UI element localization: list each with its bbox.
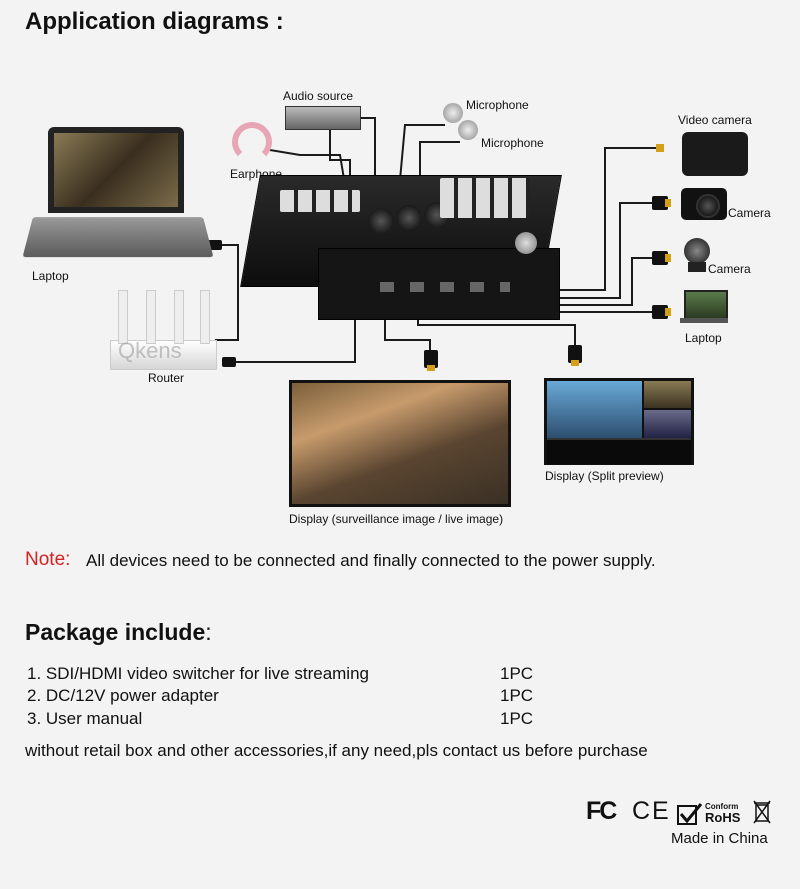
earphone-icon xyxy=(232,122,272,162)
microphone-label-2: Microphone xyxy=(481,136,544,150)
video-camera-icon xyxy=(682,132,748,176)
router-antenna-icon xyxy=(174,290,184,344)
display-split-status xyxy=(547,438,691,464)
camera-label-2: Camera xyxy=(708,262,751,276)
package-title-text: Package include xyxy=(25,619,205,645)
router-antenna-icon xyxy=(146,290,156,344)
package-item-name: 2. DC/12V power adapter xyxy=(27,686,219,706)
switcher-buttons xyxy=(280,190,360,212)
package-title-suffix: : xyxy=(205,619,211,645)
package-title: Package include: xyxy=(25,619,212,646)
display-live-image xyxy=(292,383,508,504)
laptop-base-icon xyxy=(680,318,728,323)
note-label: Note: xyxy=(25,549,70,571)
camera-lens-icon xyxy=(696,194,720,218)
weee-bin-icon xyxy=(752,799,772,825)
preview-tile xyxy=(644,410,691,437)
router-brand: Qkens xyxy=(118,338,182,364)
preview-tile xyxy=(547,381,642,438)
note-text: All devices need to be connected and fin… xyxy=(86,551,656,571)
laptop-screen xyxy=(54,133,178,207)
package-item-qty: 1PC xyxy=(500,664,533,684)
checkbox-check-icon xyxy=(677,802,703,826)
display-split-screen xyxy=(544,378,694,465)
webcam-stand-icon xyxy=(688,262,706,272)
router-antenna-icon xyxy=(200,290,210,344)
preview-tile xyxy=(644,381,691,408)
display-split-label: Display (Split preview) xyxy=(545,469,664,483)
microphone-icon xyxy=(443,103,463,123)
made-in-china: Made in China xyxy=(671,830,768,847)
display-live-label: Display (surveillance image / live image… xyxy=(289,512,503,526)
package-item-name: 1. SDI/HDMI video switcher for live stre… xyxy=(27,664,369,684)
package-item-qty: 1PC xyxy=(500,686,533,706)
display-split-grid xyxy=(547,381,691,438)
video-camera-label: Video camera xyxy=(678,113,752,127)
router-antenna-icon xyxy=(118,290,128,344)
laptop-right-label: Laptop xyxy=(685,331,722,345)
sdi-connector-icon xyxy=(515,232,537,254)
laptop-keyboard-icon xyxy=(23,217,214,257)
audio-source-device-icon xyxy=(285,106,361,130)
fcc-logo-icon: FC xyxy=(586,797,615,826)
switcher-buttons xyxy=(440,178,530,218)
knob-icon xyxy=(396,205,422,231)
hdmi-ports xyxy=(380,282,510,292)
rohs-logo-icon: Conform RoHS xyxy=(677,802,743,826)
laptop-left-label: Laptop xyxy=(32,269,69,283)
display-live-screen xyxy=(289,380,511,507)
webcam-icon xyxy=(684,238,710,264)
audio-source-label: Audio source xyxy=(283,89,353,103)
microphone-label-1: Microphone xyxy=(466,98,529,112)
package-footer: without retail box and other accessories… xyxy=(25,741,648,761)
rohs-text: RoHS xyxy=(705,810,740,825)
router-label: Router xyxy=(148,371,184,385)
laptop-icon xyxy=(48,127,184,213)
ce-logo-icon: CE xyxy=(632,797,671,826)
package-item-name: 3. User manual xyxy=(27,709,142,729)
laptop-icon xyxy=(684,290,728,320)
knob-icon xyxy=(368,208,394,234)
microphone-icon xyxy=(458,120,478,140)
camera-label-1: Camera xyxy=(728,206,771,220)
package-item-qty: 1PC xyxy=(500,709,533,729)
